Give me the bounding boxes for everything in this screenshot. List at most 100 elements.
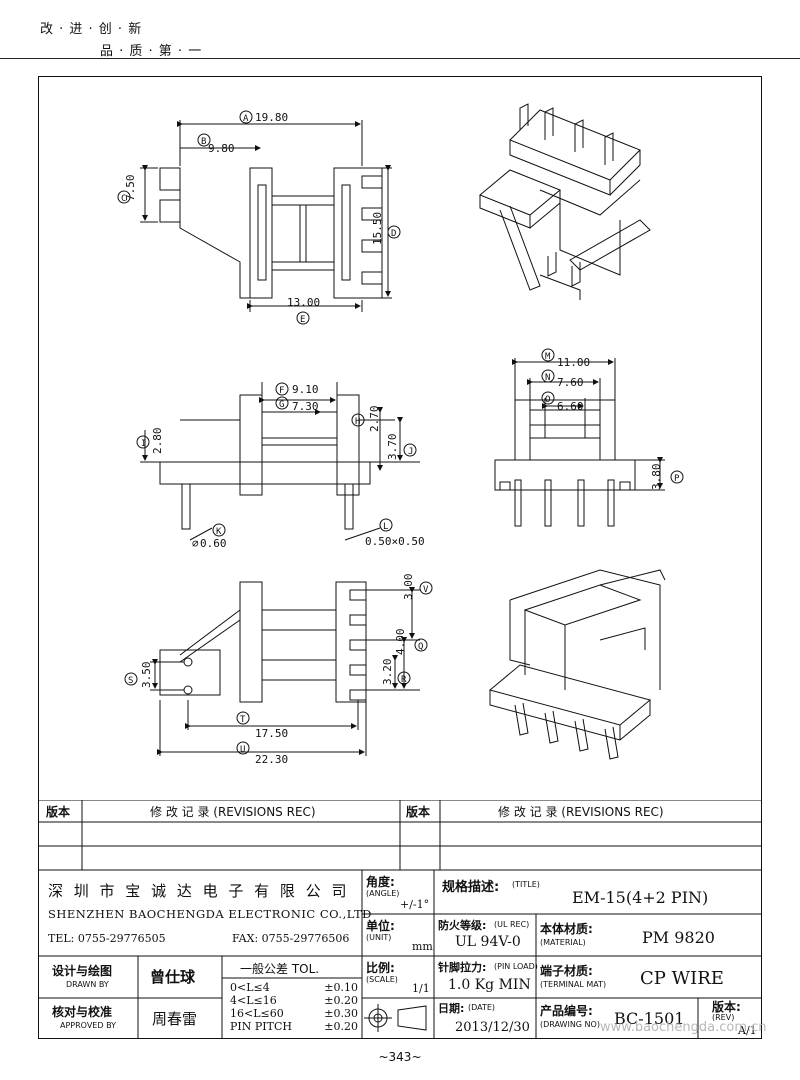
dim-O-value: 6.60	[557, 400, 584, 413]
page-number: ~343~	[378, 1050, 422, 1064]
ul-sub: (UL REC)	[494, 920, 530, 929]
dim-Q: Q 4.00	[394, 629, 428, 656]
company-name-en: SHENZHEN BAOCHENGDA ELECTRONIC CO.,LTD	[48, 907, 372, 921]
unit-value: mm	[412, 940, 433, 953]
terminal-value: CP WIRE	[640, 968, 724, 989]
tol-value: ±0.20	[324, 1020, 358, 1033]
dim-G-value: 7.30	[292, 400, 319, 413]
pinload-value: 1.0 Kg MIN	[448, 977, 531, 993]
dim-D-value: 15.50	[371, 212, 384, 245]
dim-T: T17.50	[236, 711, 288, 740]
tol-range: 4<L≤16	[230, 994, 277, 1007]
svg-text:B: B	[201, 137, 206, 147]
svg-text:Q: Q	[418, 642, 423, 652]
svg-text:D: D	[391, 229, 396, 239]
svg-text:H: H	[355, 417, 360, 427]
rev-col-4: 修 改 记 录 (REVISIONS REC)	[498, 805, 664, 819]
drawing-no-sub: (DRAWING NO)	[540, 1020, 600, 1029]
drawing-frame	[38, 76, 762, 1039]
svg-text:G: G	[279, 400, 284, 410]
approved-by-value: 周春雷	[152, 1010, 198, 1028]
material-label: 本体材质:	[540, 922, 593, 936]
tol-range: 16<L≤60	[230, 1007, 284, 1020]
title-value: EM-15(4+2 PIN)	[572, 888, 709, 907]
projection-symbol	[364, 1004, 427, 1032]
company-name-cn: 深 圳 市 宝 诚 达 电 子 有 限 公 司	[48, 882, 350, 900]
pinload-sub: (PIN LOAD)	[494, 962, 538, 971]
unit-sub: (UNIT)	[366, 933, 392, 942]
dim-K: K0.60∅	[192, 523, 227, 550]
dim-K-value: 0.60	[200, 537, 227, 550]
dim-J-value: 3.70	[386, 434, 399, 461]
svg-text:V: V	[423, 585, 429, 595]
dim-F-value: 9.10	[292, 383, 319, 396]
angle-label: 角度:	[366, 875, 395, 889]
dim-C: C7.50	[117, 175, 137, 204]
dim-P-value: 3.80	[650, 464, 663, 491]
tol-value: ±0.20	[324, 994, 358, 1007]
company-tel: TEL: 0755-29776505	[48, 932, 166, 945]
dim-T-value: 17.50	[255, 727, 288, 740]
dim-B-value: 9.80	[208, 142, 235, 155]
dim-C-value: 7.50	[124, 175, 137, 202]
date-sub: (DATE)	[468, 1003, 496, 1012]
dim-M-value: 11.00	[557, 356, 590, 369]
scale-label: 比例:	[366, 961, 395, 975]
dim-D: D 15.50	[371, 212, 401, 245]
dim-L: L0.50×0.50	[365, 518, 425, 548]
header-rule	[0, 58, 800, 59]
dim-A: A 19.80	[239, 110, 288, 124]
dim-Q-value: 4.00	[394, 629, 407, 656]
title-sub: (TITLE)	[512, 880, 540, 889]
slogan-line-2: 品 · 质 · 第 · 一	[100, 44, 203, 59]
drawn-by-value: 曾仕球	[150, 968, 196, 986]
scale-sub: (SCALE)	[366, 975, 398, 984]
ul-label: 防火等级:	[438, 919, 487, 932]
dim-G: G 7.30	[275, 396, 319, 413]
dim-A-value: 19.80	[255, 111, 288, 124]
title-label: 规格描述:	[442, 880, 500, 895]
dim-E-value: 13.00	[287, 296, 320, 309]
svg-text:J: J	[408, 447, 413, 457]
tolerance-table: 0<L≤4±0.10 4<L≤16±0.20 16<L≤60±0.30 PIN …	[230, 981, 358, 1033]
svg-text:K: K	[216, 527, 222, 537]
rev-col-2: 修 改 记 录 (REVISIONS REC)	[150, 805, 316, 819]
tol-range: 0<L≤4	[230, 981, 270, 994]
title-block-grid	[38, 800, 762, 1039]
dim-H-value: 2.70	[368, 406, 381, 433]
svg-text:A: A	[243, 114, 249, 124]
material-sub: (MATERIAL)	[540, 938, 586, 947]
company-fax: FAX: 0755-29776506	[232, 932, 350, 945]
dim-U: U 22.30	[236, 741, 288, 766]
dim-J: J 3.70	[386, 434, 417, 461]
svg-text:P: P	[674, 474, 680, 484]
dim-V-value: 3.00	[402, 574, 415, 601]
material-value: PM 9820	[642, 928, 715, 947]
tol-range: PIN PITCH	[230, 1020, 292, 1033]
rev-col-1: 版本	[46, 805, 71, 819]
svg-text:S: S	[128, 676, 133, 686]
date-label: 日期:	[438, 1002, 465, 1015]
svg-text:∅: ∅	[192, 537, 199, 550]
dim-P: P 3.80	[650, 464, 684, 491]
rev-value: A/1	[738, 1024, 757, 1037]
angle-value: +/-1°	[400, 898, 430, 911]
angle-sub: (ANGLE)	[366, 889, 400, 898]
svg-text:U: U	[240, 745, 245, 755]
svg-text:L: L	[383, 522, 388, 532]
drawn-by-sub: DRAWN BY	[66, 980, 109, 989]
tolerance-row: 16<L≤60±0.30	[230, 1007, 358, 1020]
dim-U-value: 22.30	[255, 753, 288, 766]
watermark: www.baochengda.com.cn	[600, 1020, 767, 1035]
approved-by-sub: APPROVED BY	[60, 1021, 117, 1030]
rev-col-3: 版本	[406, 805, 431, 819]
drawing-no-label: 产品编号:	[540, 1004, 593, 1018]
slogan-line-1: 改 · 进 · 创 · 新	[40, 22, 143, 37]
